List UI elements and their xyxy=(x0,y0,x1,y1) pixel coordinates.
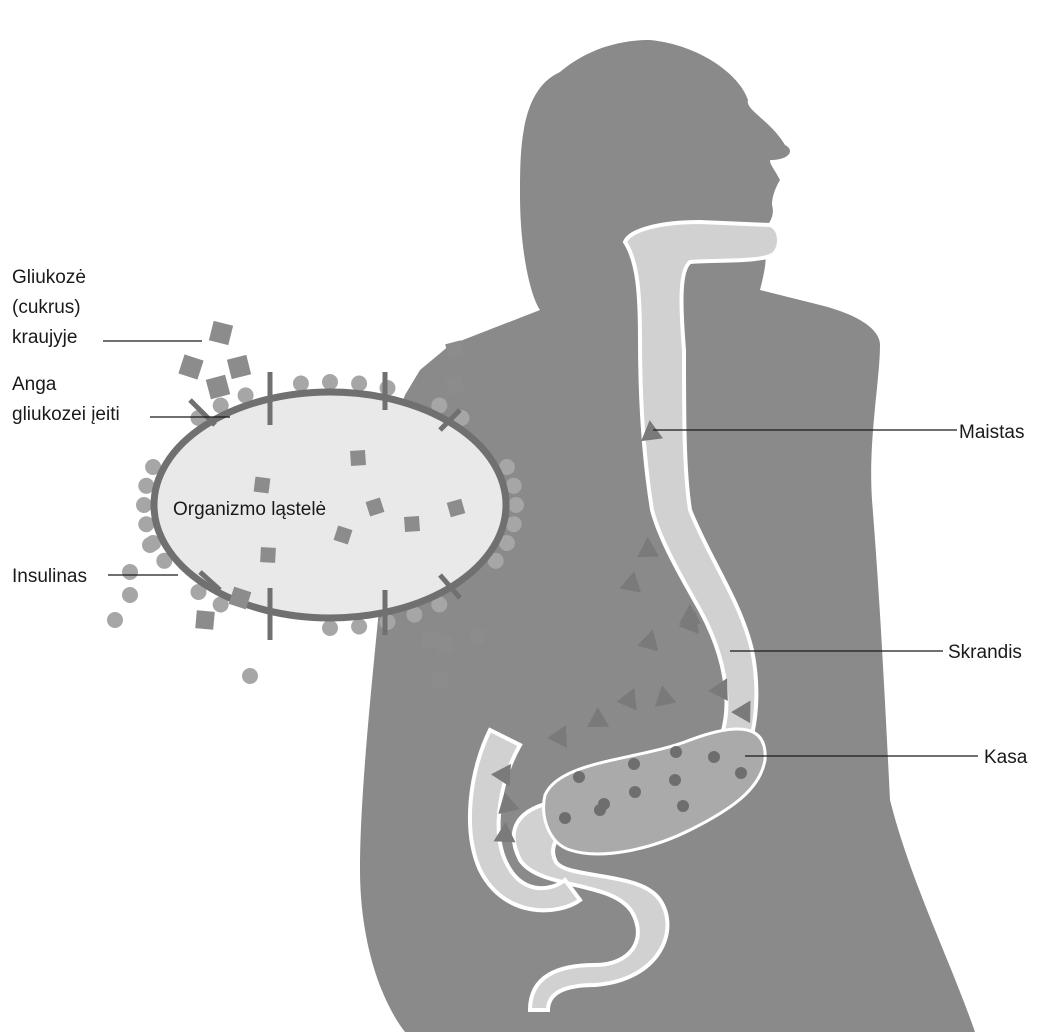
label-glucose-line3: kraujyje xyxy=(12,327,77,348)
pancreas-dot xyxy=(594,804,606,816)
pancreas-dot xyxy=(629,786,641,798)
insulin-dot xyxy=(242,668,258,684)
glucose-square xyxy=(206,375,230,399)
receptor-dot xyxy=(508,497,524,513)
glucose-square xyxy=(260,547,276,563)
receptor-dot xyxy=(322,374,338,390)
pancreas-dot xyxy=(708,751,720,763)
label-stomach: Skrandis xyxy=(948,642,1022,663)
pancreas-dot xyxy=(670,746,682,758)
receptor-dot xyxy=(136,497,152,513)
insulin-dot xyxy=(122,587,138,603)
glucose-square xyxy=(404,516,420,532)
pancreas-dot xyxy=(573,771,585,783)
label-gate-line1: Anga xyxy=(12,374,57,395)
glucose-square xyxy=(195,610,215,630)
pancreas-dot xyxy=(669,774,681,786)
label-cell: Organizmo ląstelė xyxy=(173,499,326,520)
glucose-square xyxy=(254,477,271,494)
receptor-dot xyxy=(322,620,338,636)
insulin-dot xyxy=(107,612,123,628)
receptor-dot xyxy=(351,376,367,392)
label-glucose-line1: Gliukozė xyxy=(12,267,86,288)
label-gate-line2: gliukozei įeiti xyxy=(12,404,120,425)
pancreas-dot xyxy=(735,767,747,779)
label-pancreas: Kasa xyxy=(984,747,1028,768)
pancreas-dot xyxy=(628,758,640,770)
glucose-square xyxy=(350,450,366,466)
receptor-dot xyxy=(293,376,309,392)
insulin-dot xyxy=(122,564,138,580)
label-glucose-line2: (cukrus) xyxy=(12,297,81,318)
glucose-square xyxy=(436,636,455,655)
receptor-dot xyxy=(351,619,367,635)
pancreas-dot xyxy=(677,800,689,812)
label-food: Maistas xyxy=(959,422,1024,443)
glucose-square xyxy=(178,354,203,379)
glucose-square xyxy=(209,321,233,345)
insulin-dot xyxy=(142,537,158,553)
glucose-square xyxy=(227,355,251,379)
pancreas-dot xyxy=(559,812,571,824)
label-insulin: Insulinas xyxy=(12,566,87,587)
